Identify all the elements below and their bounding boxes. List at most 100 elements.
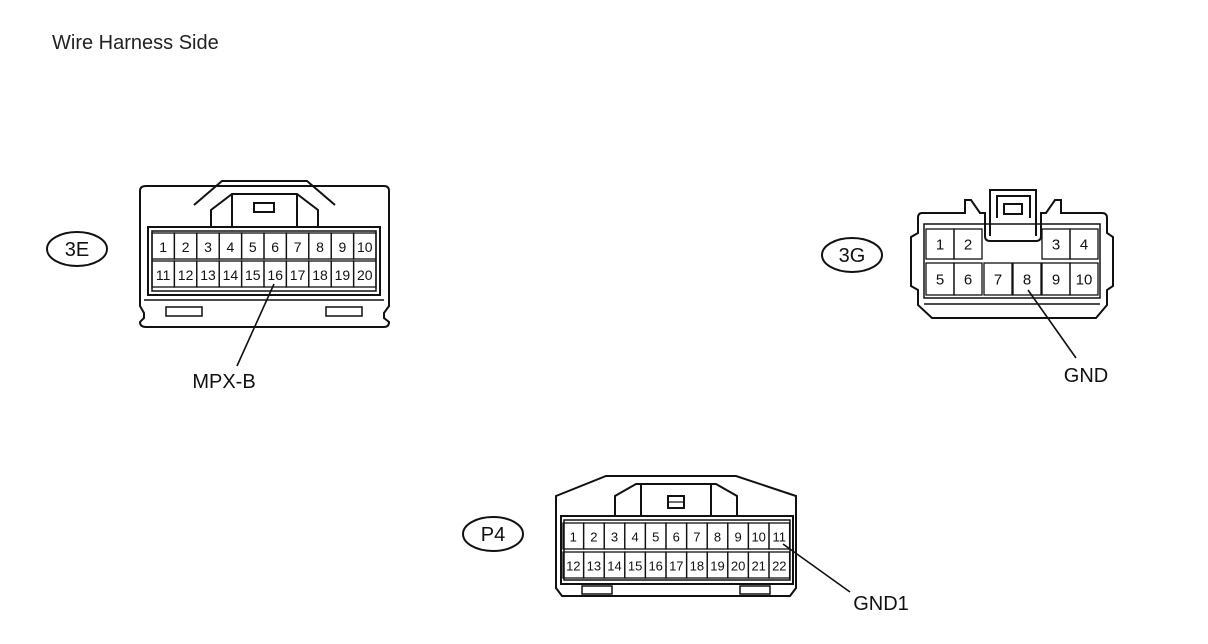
pin-number: 2 — [182, 239, 190, 255]
pin-cell: 17 — [285, 260, 310, 288]
pin-cell: 19 — [330, 260, 355, 288]
pin-number: 2 — [964, 237, 972, 254]
pin-number: 15 — [245, 267, 261, 283]
pin-cell: 16 — [644, 551, 667, 579]
pin-cell: 5 — [240, 232, 265, 260]
pin-cell: 20 — [727, 551, 750, 579]
pin-cell: 16 — [263, 260, 288, 288]
pin-number: 4 — [631, 530, 638, 545]
pin-number: 2 — [590, 530, 597, 545]
pin-cell: 10 — [352, 232, 377, 260]
connector-id-label: 3G — [839, 245, 866, 267]
pin-cell: 6 — [263, 232, 288, 260]
pin-cell: 9 — [727, 522, 750, 550]
pin-cell: 10 — [747, 522, 770, 550]
pin-cavity — [953, 228, 983, 260]
pin-number: 13 — [200, 267, 216, 283]
callout-label-mpx-b: MPX-B — [192, 371, 255, 393]
pin-cell: 9 — [330, 232, 355, 260]
pin-number: 20 — [357, 267, 373, 283]
pin-cavity — [1012, 262, 1042, 296]
callout-line-gnd — [1027, 289, 1077, 359]
callout-label-gnd1: GND1 — [853, 593, 909, 615]
pin-cell: 8 — [706, 522, 729, 550]
pin-number: 10 — [1076, 272, 1093, 289]
pin-cell: 11 — [768, 522, 791, 550]
pin-cell: 2 — [173, 232, 198, 260]
connector-p4 — [555, 475, 797, 597]
pin-number: 17 — [290, 267, 306, 283]
pin-number: 21 — [751, 559, 765, 574]
pin-cell: 3 — [196, 232, 220, 260]
pin-cell: 12 — [173, 260, 198, 288]
pin-cell: 5 — [925, 262, 955, 296]
pin-number: 11 — [156, 267, 171, 283]
pin-number: 20 — [731, 559, 745, 574]
pin-number: 9 — [734, 530, 741, 545]
connector-id-3g: 3G — [821, 237, 883, 273]
pin-number: 14 — [607, 559, 621, 574]
pin-cell: 4 — [218, 232, 243, 260]
pin-number: 7 — [994, 272, 1002, 289]
pin-number: 22 — [772, 559, 786, 574]
pin-number: 1 — [936, 237, 944, 254]
pin-cell: 1 — [925, 228, 955, 260]
pin-number: 8 — [1023, 272, 1031, 289]
pin-number: 7 — [294, 239, 302, 255]
pin-number: 8 — [714, 530, 721, 545]
pin-cell: 15 — [624, 551, 647, 579]
pin-cell: 11 — [151, 260, 176, 288]
connector-id-label: 3E — [65, 239, 89, 261]
pin-number: 13 — [587, 559, 601, 574]
pin-number: 6 — [673, 530, 680, 545]
callout-label-gnd: GND — [1064, 365, 1108, 387]
pin-cell: 12 — [562, 551, 585, 579]
pin-cell: 2 — [582, 522, 605, 550]
pin-cavity — [1069, 262, 1099, 296]
callout-line-mpx-b — [236, 283, 275, 367]
pin-cavity — [953, 262, 983, 296]
pin-number: 3 — [1052, 237, 1060, 254]
pin-number: 3 — [204, 239, 212, 255]
pin-number: 18 — [690, 559, 704, 574]
pin-cell: 21 — [747, 551, 770, 579]
pin-cell: 1 — [562, 522, 585, 550]
pin-cell: 9 — [1041, 262, 1071, 296]
pin-number: 6 — [964, 272, 972, 289]
pin-number: 5 — [249, 239, 257, 255]
connector-id-p4: P4 — [462, 516, 524, 552]
pin-number: 9 — [1052, 272, 1060, 289]
pin-number: 15 — [628, 559, 642, 574]
pin-cavity — [768, 551, 791, 579]
pin-cell: 6 — [953, 262, 983, 296]
pin-number: 1 — [159, 239, 167, 255]
pin-number: 16 — [648, 559, 662, 574]
pin-number: 19 — [710, 559, 724, 574]
pin-cavity — [352, 260, 377, 288]
pin-number: 5 — [652, 530, 659, 545]
pin-cell: 8 — [308, 232, 332, 260]
pin-cell: 7 — [685, 522, 708, 550]
pin-cavity — [352, 232, 377, 260]
connector-id-3e: 3E — [46, 231, 108, 267]
pin-cell: 4 — [1069, 228, 1099, 260]
pin-cavity — [768, 522, 791, 550]
pin-number: 16 — [267, 267, 283, 283]
pin-number: 11 — [773, 530, 787, 545]
pin-cell: 22 — [768, 551, 791, 579]
pin-number: 9 — [339, 239, 347, 255]
pin-number: 10 — [751, 530, 765, 545]
pin-cell: 7 — [983, 262, 1013, 296]
pin-number: 10 — [357, 239, 373, 255]
pin-cell: 18 — [685, 551, 708, 579]
pin-cell: 2 — [953, 228, 983, 260]
pin-cell: 18 — [308, 260, 332, 288]
pin-cell: 19 — [706, 551, 729, 579]
pin-number: 14 — [223, 267, 239, 283]
page-title: Wire Harness Side — [52, 32, 219, 54]
pin-number: 19 — [335, 267, 351, 283]
pin-cell: 3 — [603, 522, 626, 550]
connector-3g — [910, 189, 1114, 319]
